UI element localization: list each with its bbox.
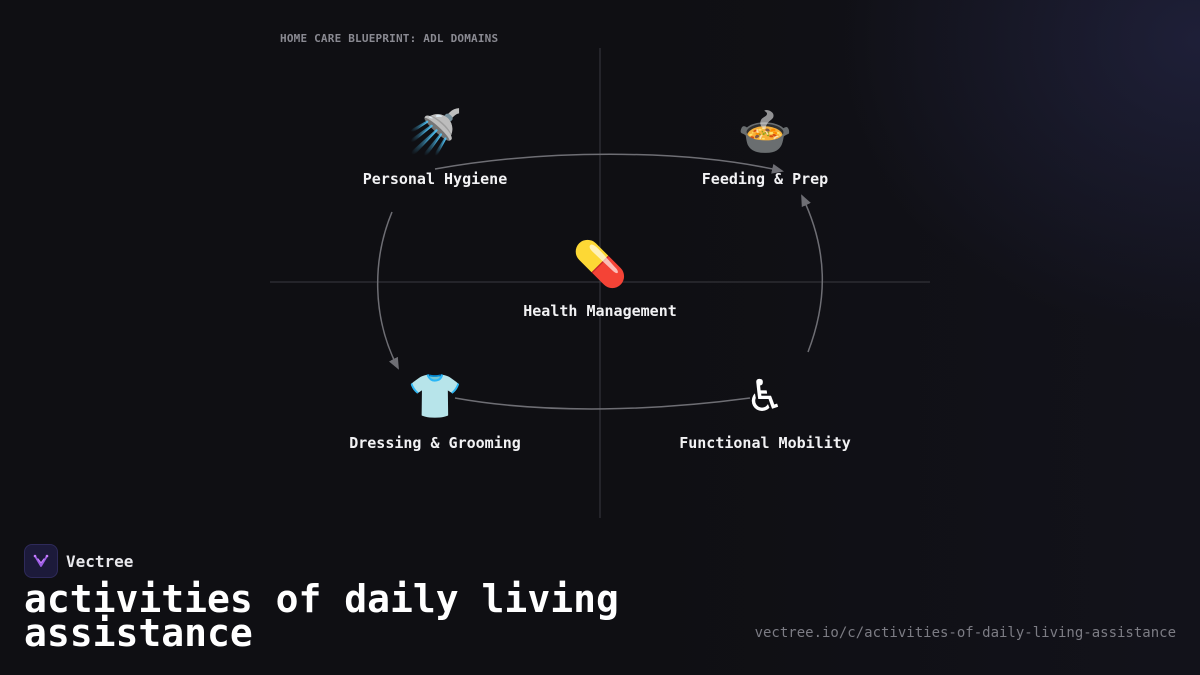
node-label: Personal Hygiene xyxy=(362,170,508,188)
line-dressing-to-mobility xyxy=(454,397,751,410)
page-title: activities of daily living assistance xyxy=(24,577,619,655)
wheelchair-icon: ♿ xyxy=(745,371,785,422)
node-label: Dressing & Grooming xyxy=(349,434,521,452)
arrow-hygiene-to-dressing xyxy=(376,211,399,370)
node-health-management: 💊 Health Management xyxy=(480,238,720,320)
node-label: Feeding & Prep xyxy=(701,170,829,188)
diagram-title: HOME CARE BLUEPRINT: ADL DOMAINS xyxy=(280,32,499,45)
shower-icon: 🚿 xyxy=(407,107,463,158)
t-shirt-icon: 👕 xyxy=(407,371,463,422)
node-feeding-prep: 🍲 Feeding & Prep xyxy=(645,106,885,188)
node-label: Functional Mobility xyxy=(679,434,851,452)
source-url[interactable]: vectree.io/c/activities-of-daily-living-… xyxy=(754,625,1176,641)
pill-icon: 💊 xyxy=(572,239,628,290)
brand[interactable]: Vectree xyxy=(24,544,133,578)
node-functional-mobility: ♿ Functional Mobility xyxy=(645,370,885,452)
arrow-mobility-to-feeding xyxy=(801,194,824,353)
brand-name: Vectree xyxy=(66,551,134,571)
node-dressing-grooming: 👕 Dressing & Grooming xyxy=(315,370,555,452)
arrow-hygiene-to-feeding xyxy=(434,153,784,174)
vectree-logo-icon xyxy=(24,544,58,578)
node-label: Health Management xyxy=(523,302,677,320)
node-personal-hygiene: 🚿 Personal Hygiene xyxy=(315,106,555,188)
pot-of-food-icon: 🍲 xyxy=(737,107,793,158)
